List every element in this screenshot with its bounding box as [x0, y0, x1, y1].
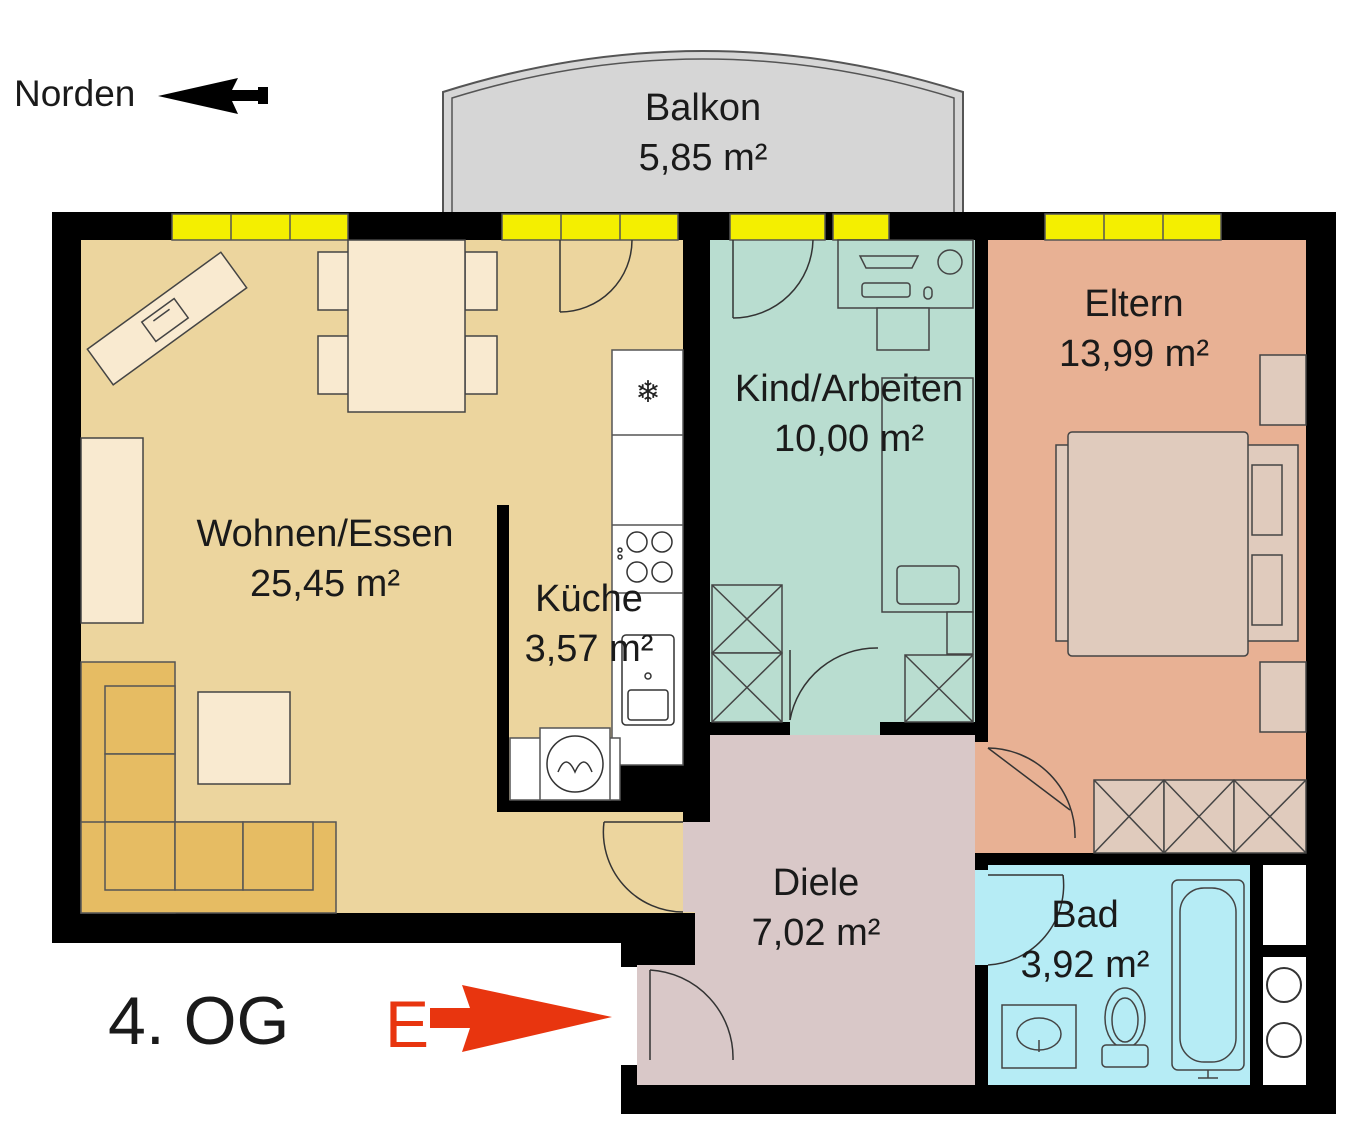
compass-label: Norden	[14, 73, 135, 114]
bathtub-icon	[1171, 879, 1245, 1079]
kitchen-counter	[509, 349, 684, 801]
wardrobe-eltern	[1093, 779, 1307, 854]
room-area-bad: 3,92 m²	[1021, 944, 1150, 986]
dining-table	[317, 239, 498, 413]
room-name-wohnen: Wohnen/Essen	[196, 513, 453, 555]
desk	[837, 239, 974, 351]
tv-unit	[86, 251, 248, 386]
door-gap-eltern	[975, 742, 988, 853]
toilet-icon	[1101, 987, 1149, 1068]
wall-kind-diele-left	[710, 722, 790, 735]
wardrobe-kind	[711, 584, 974, 723]
bed-eltern	[1055, 354, 1307, 733]
door-gap-wohnen	[683, 822, 710, 912]
room-area-kueche: 3,57 m²	[525, 628, 654, 670]
room-name-kind: Kind/Arbeiten	[735, 368, 963, 410]
room-area-wohnen: 25,45 m²	[250, 563, 400, 605]
balkon-area	[442, 50, 964, 214]
wall-kind-eltern	[975, 212, 988, 742]
stove-icon	[617, 531, 673, 583]
room-area-balkon: 5,85 m²	[639, 137, 768, 179]
wall-entry-post	[621, 943, 637, 967]
arrow-right-icon	[430, 985, 612, 1052]
room-name-balkon: Balkon	[645, 87, 761, 129]
floor-label: 4. OG	[108, 983, 289, 1059]
room-area-kind: 10,00 m²	[774, 418, 924, 460]
room-area-eltern: 13,99 m²	[1059, 333, 1209, 375]
room-name-kueche: Küche	[535, 578, 643, 620]
sideboard	[80, 437, 144, 624]
room-area-diele: 7,02 m²	[752, 912, 881, 954]
door-swings	[559, 239, 1076, 1061]
wall-eltern-bad	[975, 853, 1306, 865]
windows	[171, 213, 1222, 241]
washbasin-icon	[1001, 1004, 1077, 1069]
wall-kind-diele-right	[880, 722, 988, 735]
room-name-diele: Diele	[773, 862, 860, 904]
room-name-eltern: Eltern	[1084, 283, 1183, 325]
entrance-label: E	[385, 987, 429, 1061]
wall-kueche-left	[497, 505, 509, 811]
wall-technik-mid	[1263, 945, 1306, 957]
sofa	[80, 661, 337, 914]
bed-kind	[881, 377, 974, 655]
door-gap-entry	[621, 967, 637, 1065]
wall-kueche-corner	[620, 765, 695, 810]
door-gap-bad	[975, 870, 988, 965]
diele-link-floor	[650, 965, 975, 1085]
wall-wohnen-kind	[683, 212, 710, 822]
freezer-icon: ❄	[635, 375, 660, 410]
coffee-table	[197, 691, 291, 785]
arrow-left-icon	[158, 78, 268, 114]
boiler-icon	[1266, 967, 1302, 1058]
room-name-bad: Bad	[1051, 894, 1119, 936]
washing-machine-icon	[546, 735, 604, 793]
balkon-inner-line	[451, 58, 955, 213]
sink-icon	[621, 634, 675, 726]
wall-technik	[1250, 865, 1263, 1085]
